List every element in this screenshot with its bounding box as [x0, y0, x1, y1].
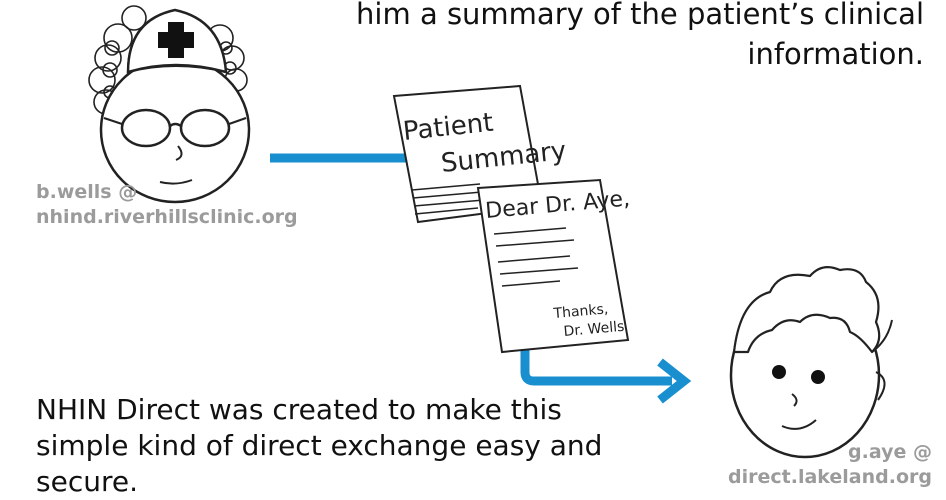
- doctor-aye-avatar: [729, 265, 893, 459]
- letter-closing-line2: Dr. Wells: [563, 319, 625, 340]
- medical-cross-icon: [158, 22, 194, 58]
- bottom-caption: NHIN Direct was created to make this sim…: [36, 393, 603, 498]
- recipient-address-line2: direct.lakeland.org: [728, 466, 932, 488]
- incoming-flow-line: [520, 345, 672, 386]
- arrow-head-icon: [657, 358, 692, 404]
- letter-closing-line1: Thanks,: [552, 301, 609, 322]
- recipient-address: g.aye @ direct.lakeland.org: [680, 440, 932, 490]
- sender-address-line2: nhind.riverhillsclinic.org: [36, 206, 298, 228]
- top-caption: him a summary of the patient’s clinical …: [356, 0, 924, 71]
- recipient-address-line1: g.aye @: [848, 441, 932, 463]
- sender-address: b.wells @ nhind.riverhillsclinic.org: [36, 180, 298, 230]
- sender-address-line1: b.wells @: [36, 181, 138, 203]
- referral-letter-document: Dear Dr. Aye, Thanks, Dr. Wells: [476, 178, 631, 354]
- doctor-wells-avatar: [88, 5, 251, 204]
